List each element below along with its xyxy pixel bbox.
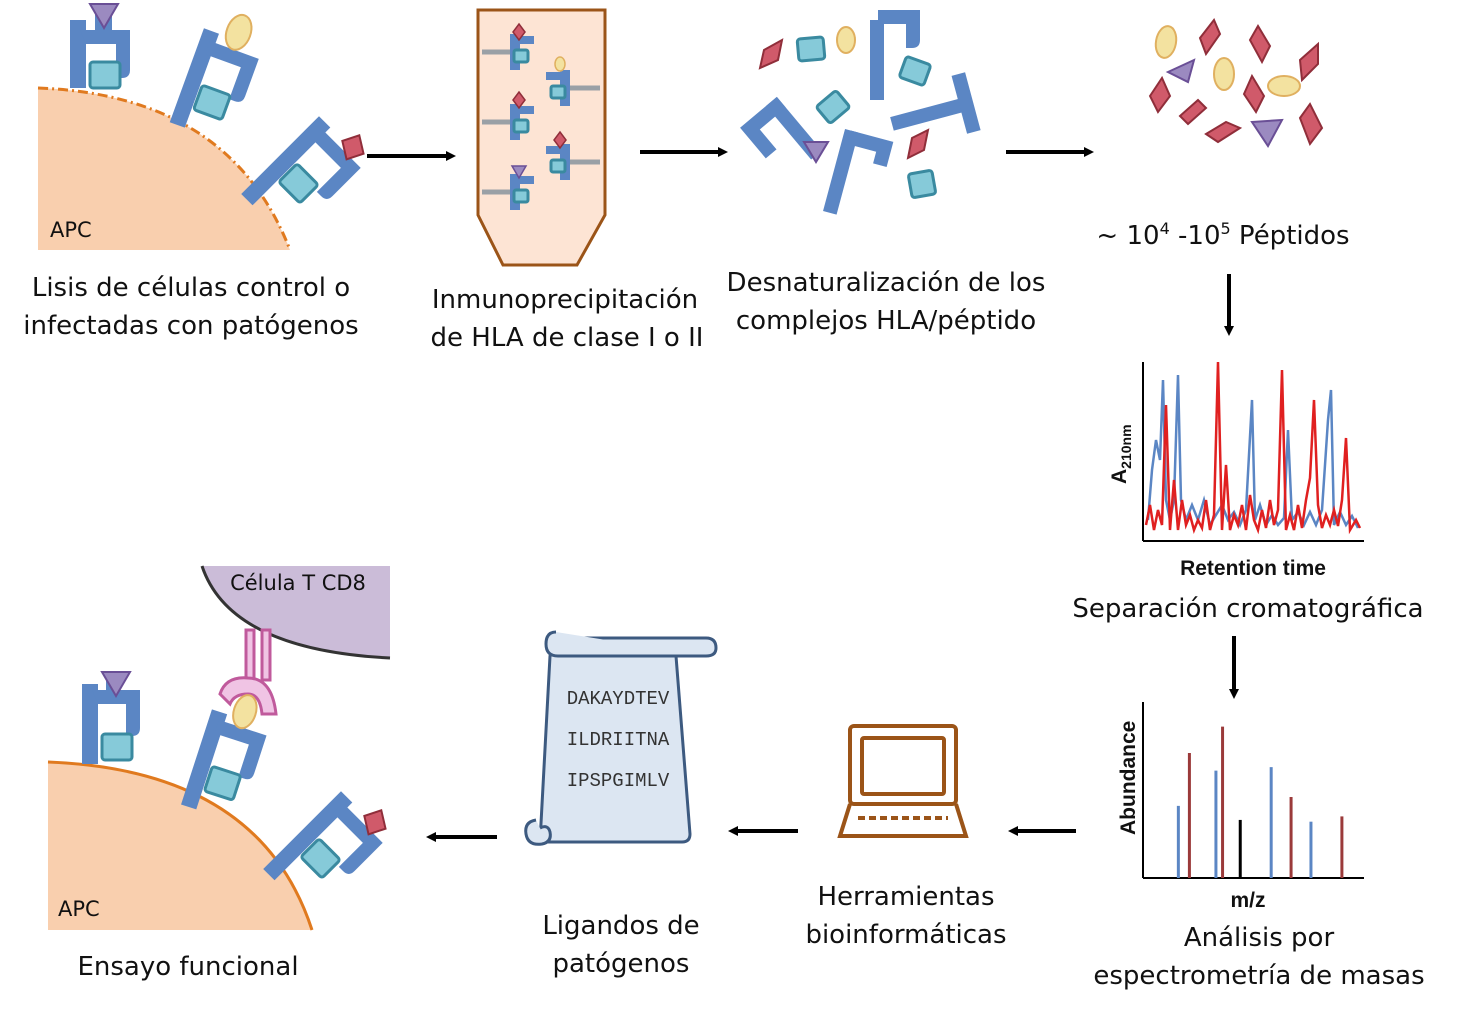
step2-caption-line2: de HLA de clase I o II — [431, 323, 704, 353]
tcell-label: Célula T CD8 — [230, 571, 366, 595]
chromatogram: A210nm Retention time — [1108, 361, 1364, 580]
apc-label-bottom: APC — [58, 897, 100, 921]
hla-molecule-icon — [82, 671, 140, 764]
bioinf-caption-line1: Herramientas — [817, 882, 994, 912]
peptide-icon — [224, 13, 253, 51]
apc-cell-top: APC — [37, 86, 292, 251]
hla-molecule-icon — [263, 791, 387, 881]
tcell: Célula T CD8 — [200, 565, 391, 660]
ligands-caption-line1: Ligandos de — [542, 911, 699, 941]
assay-caption: Ensayo funcional — [77, 952, 298, 982]
hla-molecule-icon — [241, 116, 365, 206]
apc-label-top: APC — [50, 218, 92, 242]
chrom-caption: Separación cromatográfica — [1072, 594, 1423, 624]
hla-molecule-icon — [740, 96, 822, 160]
peptide-icon — [906, 128, 930, 160]
peptide-icon — [100, 671, 132, 698]
apc-cell-bottom: APC — [47, 760, 314, 931]
hla-molecule-icon — [890, 72, 981, 134]
column-tube-icon — [476, 8, 607, 267]
peptide-icon — [758, 38, 784, 70]
denatured-mixture — [740, 10, 981, 215]
ms-ylabel: Abundance — [1117, 721, 1140, 835]
step1-caption-line1: Lisis de células control o — [32, 273, 350, 303]
hla-molecule-icon — [870, 10, 920, 100]
ms-caption-line2: espectrometría de masas — [1093, 961, 1424, 991]
peptide-cloud — [1148, 18, 1324, 148]
hla-molecule-icon — [70, 3, 130, 90]
peptide-icon — [88, 3, 120, 30]
ms-xlabel: m/z — [1230, 889, 1265, 912]
scroll-icon: DAKAYDTEV ILDRIITNA IPSPGIMLV — [524, 630, 718, 846]
step3-caption-line2: complejos HLA/péptido — [736, 306, 1036, 336]
step1-caption-line2: infectadas con patógenos — [23, 311, 358, 341]
sequence-1: DAKAYDTEV — [567, 688, 670, 710]
peptide-icon — [836, 26, 856, 54]
mass-spectrum: Abundance m/z — [1117, 702, 1364, 912]
ms-caption-line1: Análisis por — [1184, 923, 1335, 953]
chromatogram-trace-red — [1144, 361, 1362, 535]
peptide-icon — [232, 694, 258, 730]
hla-molecule-icon — [169, 13, 259, 128]
sequence-3: IPSPGIMLV — [567, 770, 670, 792]
chromatogram-xlabel: Retention time — [1180, 557, 1326, 580]
step3-caption-line1: Desnaturalización de los — [727, 268, 1046, 298]
hla-molecule-icon — [181, 694, 267, 810]
bioinf-caption-line2: bioinformáticas — [805, 920, 1006, 950]
peptides-count: ~ 104 -105 Péptidos — [1096, 219, 1349, 251]
sequence-2: ILDRIITNA — [567, 729, 670, 751]
computer-icon — [837, 724, 969, 838]
ligands-caption-line2: patógenos — [553, 949, 690, 979]
chromatogram-ylabel: A210nm — [1108, 424, 1134, 484]
chromatogram-trace-blue — [1146, 374, 1360, 529]
peptide-icon — [802, 141, 830, 164]
step2-caption-line1: Inmunoprecipitación — [432, 285, 698, 315]
peptide-icon — [363, 809, 387, 836]
peptide-icon — [341, 134, 365, 161]
hla-molecule-icon — [823, 128, 894, 215]
tcr — [218, 628, 278, 716]
